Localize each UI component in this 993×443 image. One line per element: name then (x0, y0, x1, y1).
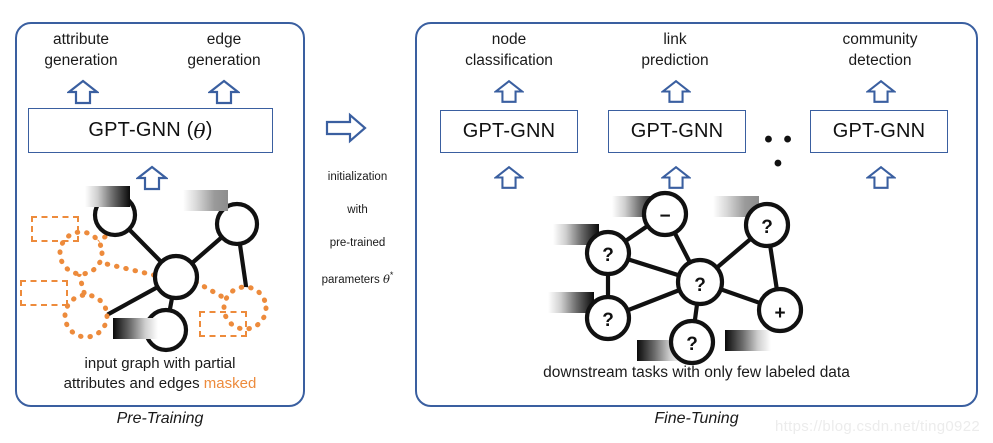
theta-star-symbol: θ (382, 271, 390, 286)
caption-masked-highlight: masked (203, 375, 257, 393)
attribute-bar-downstream-2 (713, 196, 759, 217)
task-label-community-detection: community detection (842, 31, 918, 69)
attribute-bar-masked-2 (20, 280, 68, 306)
initialization-caption: initialization with pre-trained paramete… (305, 152, 410, 305)
pretraining-panel-caption: Pre-Training (116, 410, 204, 427)
up-arrow-edge-generation (208, 79, 240, 105)
node-unlabeled-1 (584, 229, 632, 277)
node-positive (756, 286, 804, 334)
init-line-3: pre-trained (329, 237, 386, 250)
node-unlabeled-4 (668, 318, 716, 366)
init-line-4: parameters θ* (305, 269, 410, 289)
gpt-gnn-box-node-classification[interactable]: GPT-GNN (440, 110, 578, 153)
up-arrow-input-link-prediction (661, 165, 691, 190)
node-unlabeled-2 (743, 201, 791, 249)
right-arrow-initialization (325, 112, 367, 149)
attribute-bar-observed-3 (113, 318, 158, 339)
node-label-question-4: ? (686, 334, 698, 355)
theta-superscript: * (389, 269, 394, 280)
node-label-plus: + (774, 303, 785, 324)
gnn-boxes-ellipsis: • • • (764, 126, 794, 177)
node-unlabeled-3 (584, 294, 632, 342)
observed-nodes (92, 192, 260, 353)
gpt-gnn-box-link-prediction[interactable]: GPT-GNN (608, 110, 746, 153)
attribute-bar-masked-3 (199, 311, 247, 337)
attribute-bar-downstream-6 (725, 330, 771, 351)
up-arrow-link-prediction (661, 79, 691, 104)
node-label-question-center: ? (694, 275, 706, 296)
task-label-link-prediction: link prediction (641, 31, 709, 69)
gpt-gnn-model-box-pretraining[interactable]: GPT-GNN (θ) (28, 108, 273, 153)
attribute-bar-downstream-3 (553, 224, 599, 245)
caption-line-1: input graph with partial (84, 355, 236, 372)
node-label-question-3: ? (602, 310, 614, 331)
gpt-gnn-label-end: ) (205, 119, 213, 141)
up-arrow-node-classification (494, 79, 524, 104)
caption-line-2: attributes and edges masked (20, 374, 300, 394)
init-line-2: with (347, 204, 368, 217)
finetuning-panel-caption: Fine-Tuning (654, 410, 739, 427)
gpt-gnn-label: GPT-GNN ( (88, 119, 194, 141)
init-line-4-text: parameters (321, 273, 383, 286)
node-label-question-2: ? (761, 217, 773, 238)
node-negative (641, 190, 689, 238)
masked-nodes (57, 229, 269, 340)
pretraining-input-graph (57, 192, 269, 353)
up-arrow-pretraining-input (136, 165, 168, 191)
watermark-text: https://blog.csdn.net/ting0922 (775, 418, 980, 435)
downstream-node-labels: − ? ? ? ? ? + (602, 206, 785, 355)
up-arrow-community-detection (866, 79, 896, 104)
task-label-edge-generation: edge generation (187, 31, 261, 69)
downstream-task-graph: − ? ? ? ? ? + (584, 190, 804, 366)
task-label-attribute-generation: attribute generation (44, 31, 118, 69)
init-line-1: initialization (327, 170, 388, 183)
caption-line-2-plain: attributes and edges (63, 375, 204, 393)
downstream-nodes (584, 190, 804, 366)
node-label-question-1: ? (602, 245, 614, 266)
theta-symbol: θ (193, 118, 206, 143)
node-label-minus: − (659, 206, 670, 227)
attribute-bar-observed-2 (183, 190, 228, 211)
up-arrow-input-node-classification (494, 165, 524, 190)
attribute-bar-downstream-4 (548, 292, 594, 313)
node-unlabeled-center (675, 257, 725, 307)
up-arrow-attribute-generation (67, 79, 99, 105)
gpt-gnn-box-community-detection[interactable]: GPT-GNN (810, 110, 948, 153)
up-arrow-input-community-detection (866, 165, 896, 190)
attribute-bar-observed-1 (85, 186, 130, 207)
pretraining-graph-caption: input graph with partial attributes and … (20, 354, 300, 395)
finetuning-graph-caption: downstream tasks with only few labeled d… (543, 364, 850, 381)
attribute-bar-masked-1 (31, 216, 79, 242)
task-label-node-classification: node classification (465, 31, 553, 69)
